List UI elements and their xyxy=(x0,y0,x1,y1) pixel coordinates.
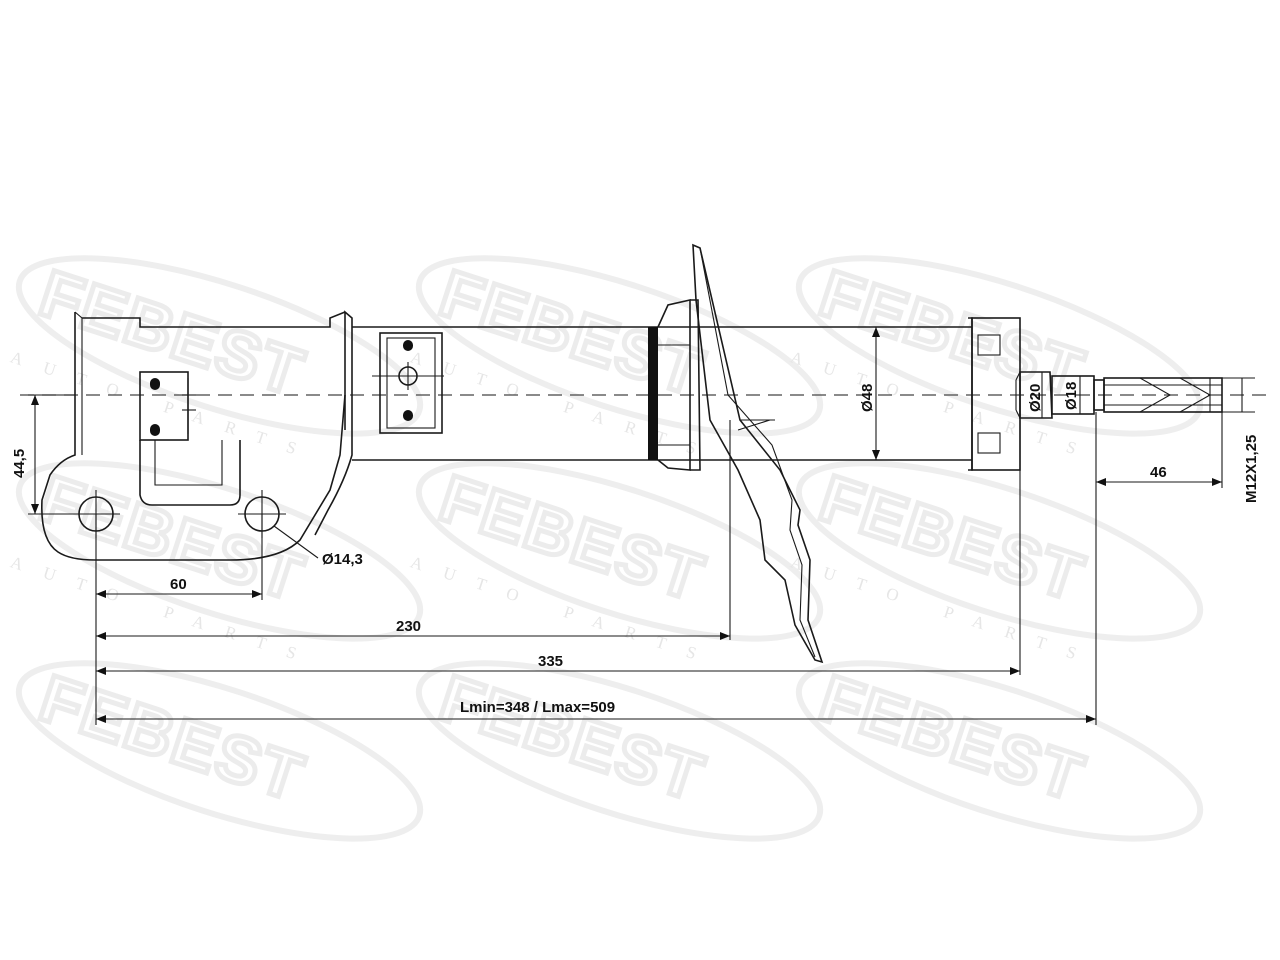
slot-mark-icon xyxy=(150,424,160,436)
dim-collar-diameter: Ø20 xyxy=(1027,384,1044,412)
seal-band xyxy=(648,327,658,460)
slot-mark-icon xyxy=(150,378,160,390)
dimension-lines xyxy=(28,327,1255,725)
dim-hole-to-seat: 230 xyxy=(396,618,421,635)
slot-mark-icon xyxy=(403,410,413,421)
watermark-2: FEBEST AUTO PARTS xyxy=(408,253,824,465)
stabilizer-bracket xyxy=(372,332,444,434)
upper-body xyxy=(968,317,1223,471)
dimension-labels: 44,5 60 Ø14,3 230 335 Lmin=348 / Lmax=50… xyxy=(11,382,1260,716)
watermark-4: FEBEST AUTO PARTS xyxy=(8,458,424,670)
watermark-brand: FEBEST xyxy=(432,660,714,815)
dim-body-diameter: Ø48 xyxy=(859,384,876,412)
watermark-brand: FEBEST xyxy=(812,660,1094,815)
watermark-7: FEBEST xyxy=(15,658,424,842)
watermark-3: FEBEST AUTO PARTS xyxy=(788,253,1204,465)
shock-body-tube xyxy=(352,298,972,471)
dim-thread-length: 46 xyxy=(1150,464,1167,481)
dim-hole-to-top: 335 xyxy=(538,653,563,670)
watermark-9: FEBEST xyxy=(795,658,1204,842)
watermark-1: FEBEST AUTO PARTS xyxy=(8,253,424,465)
dim-mount-height: 44,5 xyxy=(11,449,28,478)
spring-seat-plate xyxy=(692,243,824,664)
watermark-5: FEBEST AUTO PARTS xyxy=(408,458,824,670)
dim-bolt-spacing: 60 xyxy=(170,576,187,593)
slot-mark-icon xyxy=(403,340,413,351)
dim-overall-length: Lmin=348 / Lmax=509 xyxy=(460,699,615,716)
watermark-8: FEBEST xyxy=(415,658,824,842)
dim-rod-diameter: Ø18 xyxy=(1063,382,1080,410)
watermark-brand: FEBEST xyxy=(32,660,314,815)
dim-thread-spec: M12X1,25 xyxy=(1243,435,1260,503)
dim-bolt-diameter: Ø14,3 xyxy=(322,551,363,568)
watermark-layer: FEBEST AUTO PARTS FEBEST AUTO PARTS FEBE… xyxy=(8,253,1204,842)
